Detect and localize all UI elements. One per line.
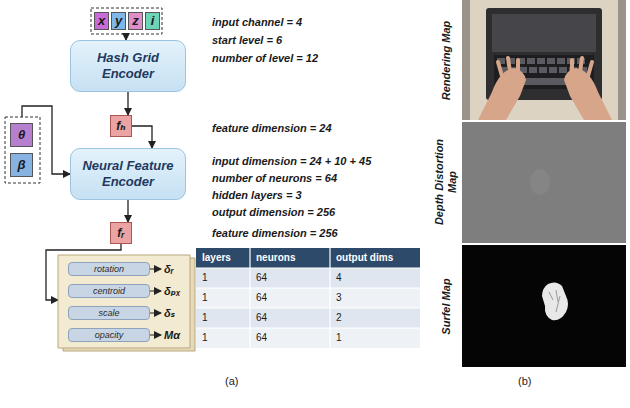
table-cell: 64 [256, 328, 326, 348]
flow-arrow [132, 126, 152, 148]
table-cell: 1 [336, 328, 416, 348]
parameter-note: feature dimension = 24 [212, 121, 332, 135]
output-symbol: δₚₓ [164, 284, 180, 298]
head-box: scale [68, 306, 150, 320]
table-row [196, 268, 420, 288]
node-text: opacity [95, 329, 124, 341]
node-text: Neural Feature Encoder [77, 158, 179, 190]
node-text: fᵣ [117, 226, 124, 241]
parameter-note: input dimension = 24 + 10 + 45 [212, 154, 371, 168]
node-text: θ [18, 127, 25, 143]
input-group [91, 8, 162, 34]
node-text: centroid [93, 285, 125, 297]
head-arrow [150, 313, 161, 314]
node-text: z [132, 13, 139, 29]
table-cell: 3 [336, 288, 416, 308]
head-box: rotation [68, 262, 150, 276]
table-cell: 1 [202, 288, 246, 308]
parameter-note: number of neurons = 64 [212, 171, 337, 185]
panel-label: (b) [518, 374, 531, 388]
output-symbol: Mα [164, 328, 180, 342]
table-cell: 4 [336, 268, 416, 288]
table-header [196, 248, 420, 268]
panel-label: (a) [225, 374, 238, 388]
rendering-image [462, 0, 626, 120]
table-cell: 1 [202, 308, 246, 328]
input-token: i [145, 12, 160, 30]
input-token: y [111, 12, 126, 30]
head-box: opacity [68, 328, 150, 342]
input-token: z [128, 12, 143, 30]
head-leaders [150, 269, 161, 335]
node-text: rotation [94, 263, 124, 275]
table-row [196, 288, 420, 308]
node-text: fₕ [116, 119, 125, 134]
node-text: scale [98, 307, 119, 319]
encoder-box: Hash Grid Encoder [70, 40, 186, 92]
encoder-box: Neural Feature Encoder [70, 148, 186, 200]
node-text: β [17, 157, 25, 173]
map-label: Depth Distortion Map [433, 138, 459, 226]
parameter-note: feature dimension = 256 [212, 226, 338, 240]
input-token: β [10, 153, 33, 177]
node-text: y [115, 13, 122, 29]
head-arrow [150, 335, 161, 336]
table-header-cell: neurons [256, 248, 326, 268]
head-box: centroid [68, 284, 150, 298]
depth-image [462, 122, 626, 243]
map-label: Rendering Map [440, 17, 453, 105]
feature-box: fᵣ [110, 222, 132, 244]
node-text: x [98, 13, 105, 29]
node-text: Hash Grid Encoder [77, 50, 179, 82]
node-text: i [151, 13, 155, 29]
parameter-note: start level = 6 [212, 33, 282, 47]
parameter-note: hidden layers = 3 [212, 188, 302, 202]
table-cell: 64 [256, 308, 326, 328]
table-row [196, 308, 420, 328]
head-arrow [150, 291, 161, 292]
table-cell: 1 [202, 328, 246, 348]
table-header-cell: output dims [336, 248, 416, 268]
flow-arrow [127, 200, 128, 222]
parameter-note: input channel = 4 [212, 15, 302, 29]
table-cell: 64 [256, 288, 326, 308]
output-symbol: δₛ [164, 306, 175, 320]
surfel-image [462, 245, 626, 367]
parameter-note: number of level = 12 [212, 51, 318, 65]
feature-box: fₕ [110, 115, 132, 137]
table-cell: 64 [256, 268, 326, 288]
table-grid [196, 248, 420, 348]
head-arrow [150, 269, 161, 270]
table-header-cell: layers [202, 248, 246, 268]
output-symbol: δᵣ [164, 262, 174, 276]
input-token: θ [10, 123, 33, 147]
table-cell: 1 [202, 268, 246, 288]
table-row [196, 328, 420, 348]
flow-arrow [127, 92, 128, 115]
input-token: x [94, 12, 109, 30]
table-cell: 2 [336, 308, 416, 328]
param-group [5, 117, 40, 183]
head-panel [58, 255, 190, 348]
parameter-note: output dimension = 256 [212, 205, 335, 219]
map-label: Surfel Map [440, 263, 453, 351]
